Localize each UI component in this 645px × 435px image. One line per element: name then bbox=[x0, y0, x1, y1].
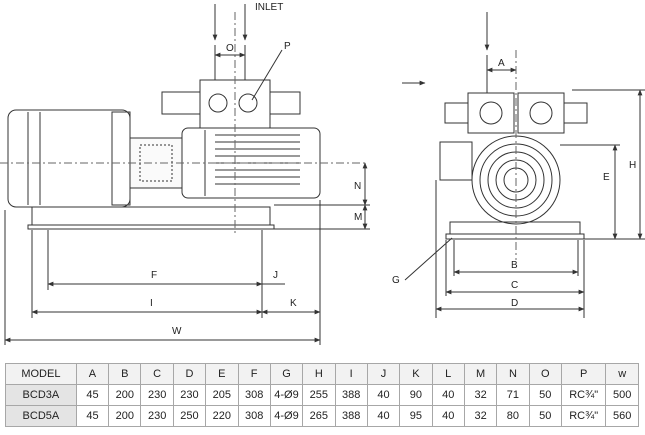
table-cell: 4-Ø9 bbox=[269, 405, 304, 427]
model-cell: BCD3A bbox=[5, 384, 77, 406]
table-cell: 220 bbox=[205, 405, 239, 427]
label-B: B bbox=[511, 260, 518, 271]
table-header-cell: O bbox=[528, 363, 562, 385]
table-cell: 200 bbox=[108, 384, 142, 406]
table-header-cell: C bbox=[140, 363, 174, 385]
label-N: N bbox=[354, 181, 361, 192]
table-header-cell: L bbox=[431, 363, 465, 385]
table-cell: 308 bbox=[237, 384, 271, 406]
table-cell: 265 bbox=[302, 405, 336, 427]
table-cell: 255 bbox=[302, 384, 336, 406]
table-cell: 230 bbox=[140, 405, 174, 427]
table-header-cell: D bbox=[172, 363, 207, 385]
table-cell: 308 bbox=[237, 405, 271, 427]
front-view bbox=[402, 12, 645, 318]
table-header-cell: B bbox=[108, 363, 142, 385]
table-cell: 80 bbox=[496, 405, 530, 427]
table-cell: 90 bbox=[399, 384, 433, 406]
table-cell: 250 bbox=[172, 405, 207, 427]
table-cell: 95 bbox=[399, 405, 433, 427]
label-F: F bbox=[151, 270, 157, 281]
table-header-cell: I bbox=[334, 363, 368, 385]
label-D: D bbox=[511, 298, 518, 309]
model-cell: BCD5A bbox=[5, 405, 77, 427]
label-P: P bbox=[284, 41, 291, 52]
label-E: E bbox=[603, 172, 610, 183]
table-cell: 32 bbox=[463, 405, 498, 427]
table-header-cell: K bbox=[399, 363, 433, 385]
table-header-cell: MODEL bbox=[5, 363, 77, 385]
label-O: O bbox=[226, 43, 234, 54]
label-G: G bbox=[392, 275, 400, 286]
base-frame bbox=[31, 206, 271, 226]
label-M: M bbox=[354, 212, 362, 223]
table-cell: 388 bbox=[334, 384, 368, 406]
table-cell: 45 bbox=[75, 405, 110, 427]
table-cell: 200 bbox=[108, 405, 142, 427]
table-header-cell: P bbox=[560, 363, 607, 385]
table-cell: 32 bbox=[463, 384, 498, 406]
table-header-cell: M bbox=[463, 363, 498, 385]
table-cell: 4-Ø9 bbox=[269, 384, 304, 406]
table-header-cell: A bbox=[75, 363, 110, 385]
label-C: C bbox=[511, 280, 518, 291]
table-cell: 230 bbox=[140, 384, 174, 406]
table-cell: 205 bbox=[205, 384, 239, 406]
label-J: J bbox=[273, 270, 278, 281]
table-cell: 40 bbox=[431, 405, 465, 427]
table-cell: 40 bbox=[366, 405, 401, 427]
table-cell: 560 bbox=[605, 405, 639, 427]
table-cell: 500 bbox=[605, 384, 639, 406]
table-header-cell: w bbox=[605, 363, 639, 385]
label-W: W bbox=[172, 326, 182, 337]
table-header-cell: F bbox=[237, 363, 271, 385]
side-view bbox=[0, 4, 370, 345]
table-header-cell: J bbox=[366, 363, 401, 385]
label-I: I bbox=[150, 298, 153, 309]
table-header-cell: E bbox=[205, 363, 239, 385]
table-cell: 50 bbox=[528, 384, 562, 406]
pump-dimension-drawing: INLET O P N M F J I K W bbox=[0, 2, 645, 345]
table-cell: 388 bbox=[334, 405, 368, 427]
table-cell: 45 bbox=[75, 384, 110, 406]
table-cell: 71 bbox=[496, 384, 530, 406]
table-cell: 40 bbox=[431, 384, 465, 406]
table-cell: 230 bbox=[172, 384, 207, 406]
table-header-cell: H bbox=[302, 363, 336, 385]
label-K: K bbox=[290, 298, 297, 309]
label-H: H bbox=[629, 160, 636, 171]
table-cell: 40 bbox=[366, 384, 401, 406]
front-head-left bbox=[467, 92, 515, 134]
table-cell: RC¾" bbox=[560, 384, 607, 406]
label-inlet: INLET bbox=[255, 2, 283, 13]
table-header-cell: G bbox=[269, 363, 304, 385]
table-cell: 50 bbox=[528, 405, 562, 427]
table-header-cell: N bbox=[496, 363, 530, 385]
front-head-right bbox=[517, 92, 565, 134]
label-A: A bbox=[498, 58, 505, 69]
table-cell: RC¾" bbox=[560, 405, 607, 427]
